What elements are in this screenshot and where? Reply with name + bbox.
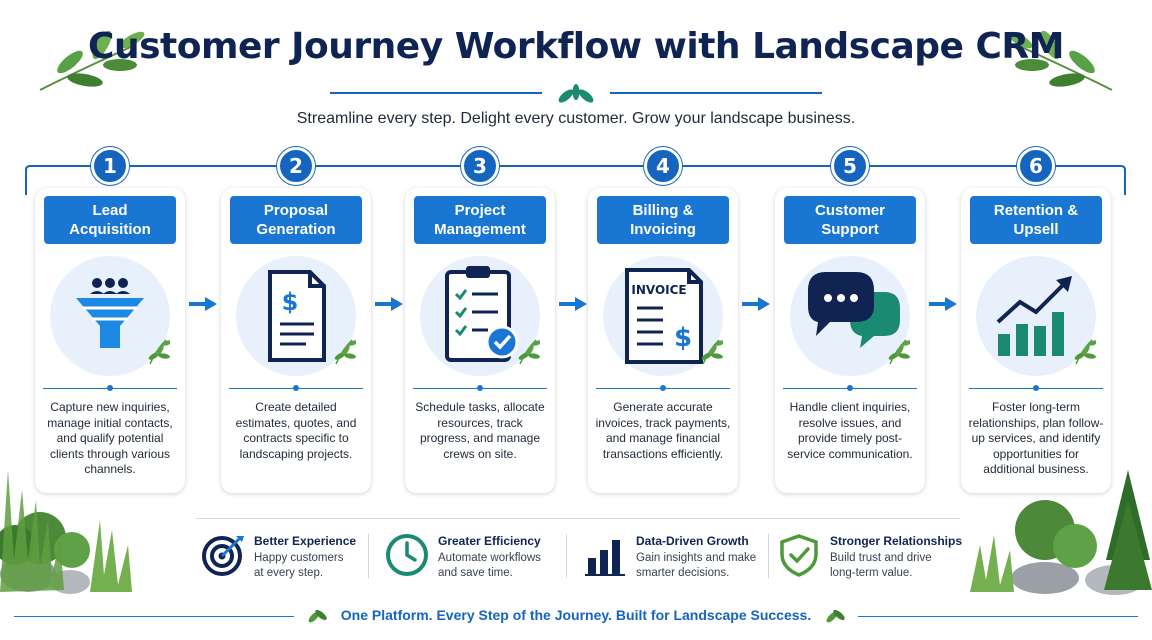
dollar-document-icon: $ — [268, 270, 356, 365]
title-rule-left — [330, 92, 542, 94]
footer-rule-left — [14, 616, 294, 617]
footer-leaf-icon — [308, 609, 327, 623]
title-rule-right — [610, 92, 822, 94]
benefit-title: Stronger Relationships — [830, 534, 963, 548]
checklist-clipboard-icon — [445, 266, 540, 365]
step-number-badge: 6 — [1017, 147, 1055, 185]
svg-text:$: $ — [282, 288, 299, 316]
funnel-people-icon — [76, 278, 170, 365]
shield-check-icon — [780, 534, 818, 577]
benefit-data-driven-growth: Data-Driven Growth Gain insights and mak… — [582, 530, 762, 586]
benefit-text: Gain insights and make smarter decisions… — [636, 552, 757, 579]
step-title: Lead Acquisition — [44, 196, 176, 244]
invoice-label: INVOICE — [631, 283, 686, 297]
growth-chart-icon — [996, 276, 1096, 365]
benefit-text: Automate workflows and save time. — [438, 552, 541, 579]
step-description: Create detailed estimates, quotes, and c… — [235, 400, 357, 461]
benefit-greater-efficiency: Greater Efficiency Automate workflows an… — [384, 530, 564, 586]
page-subtitle: Streamline every step. Delight every cus… — [296, 110, 856, 127]
step-description: Generate accurate invoices, track paymen… — [595, 400, 731, 461]
step-description: Schedule tasks, allocate resources, trac… — [415, 400, 545, 461]
card-divider-dot — [293, 385, 299, 391]
benefit-separator — [368, 534, 369, 578]
bushes-right-icon — [970, 470, 1152, 595]
benefit-separator — [768, 534, 769, 578]
step-number-badge: 1 — [91, 147, 129, 185]
step-title: Customer Support — [784, 196, 916, 244]
flow-arrow-icon — [929, 297, 957, 311]
benefit-separator — [566, 534, 567, 578]
footer-leaf-icon — [826, 609, 845, 623]
step-title: Proposal Generation — [230, 196, 362, 244]
benefits-rule — [196, 518, 960, 519]
card-divider-dot — [107, 385, 113, 391]
leaf-sprig-right-icon — [1007, 30, 1113, 91]
step-number-badge: 5 — [831, 147, 869, 185]
page-title: Customer Journey Workflow with Landscape… — [88, 26, 1064, 67]
leaf-sprig-left-icon — [39, 30, 145, 91]
benefit-better-experience: Better Experience Happy customers at eve… — [200, 530, 370, 586]
benefit-stronger-relationships: Stronger Relationships Build trust and d… — [776, 530, 962, 586]
footer-rule-right — [858, 616, 1138, 617]
flow-arrow-icon — [742, 297, 770, 311]
bar-chart-icon — [585, 540, 625, 576]
step-title: Project Management — [414, 196, 546, 244]
card-divider-dot — [1033, 385, 1039, 391]
footer-tagline: One Platform. Every Step of the Journey.… — [340, 607, 812, 623]
step-number-badge: 2 — [277, 147, 315, 185]
step-card: Proposal Generation $ Create detailed esti… — [221, 188, 371, 493]
card-divider-dot — [477, 385, 483, 391]
target-icon — [202, 536, 244, 576]
chat-bubbles-icon — [808, 272, 910, 365]
benefit-title: Data-Driven Growth — [636, 534, 749, 548]
step-number-badge: 3 — [461, 147, 499, 185]
step-description: Handle client inquiries, resolve issues,… — [787, 400, 913, 461]
benefit-title: Greater Efficiency — [438, 534, 541, 548]
step-title: Billing & Invoicing — [597, 196, 729, 244]
svg-text:$: $ — [674, 323, 692, 353]
step-description: Foster long-term relationships, plan fol… — [968, 400, 1104, 476]
flow-arrow-icon — [559, 297, 587, 311]
step-number-badge: 4 — [644, 147, 682, 185]
invoice-icon: INVOICE $ — [625, 268, 723, 365]
bushes-left-icon — [0, 470, 132, 594]
card-divider-dot — [660, 385, 666, 391]
step-description: Capture new inquiries, manage initial co… — [47, 400, 173, 476]
flow-arrow-icon — [375, 297, 403, 311]
card-divider-dot — [847, 385, 853, 391]
flow-arrow-icon — [189, 297, 217, 311]
clock-icon — [386, 534, 428, 576]
step-title: Retention & Upsell — [970, 196, 1102, 244]
benefit-text: Build trust and drive long-term value. — [830, 552, 932, 579]
benefit-title: Better Experience — [254, 534, 357, 548]
benefit-text: Happy customers at every step. — [254, 552, 344, 579]
center-leaf-icon — [558, 84, 594, 103]
